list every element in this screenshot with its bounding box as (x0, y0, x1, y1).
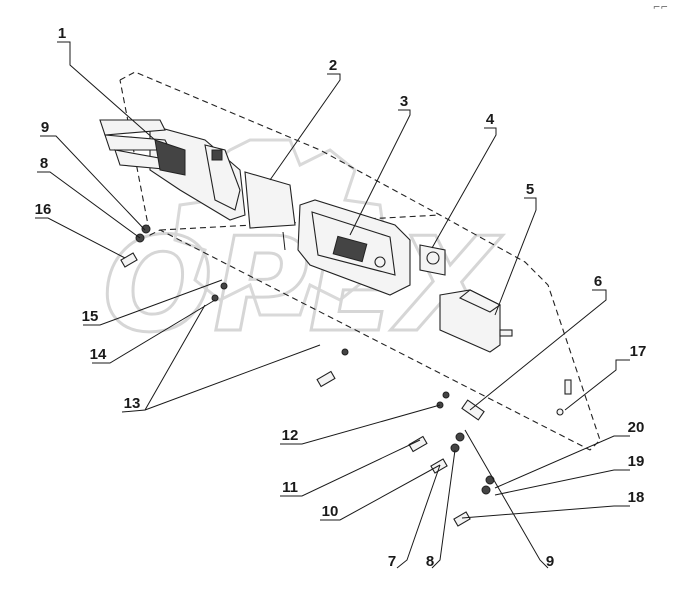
leader-lines (35, 41, 630, 569)
callout-8-lower: 8 (426, 553, 434, 570)
callout-7: 7 (388, 553, 396, 570)
callout-18: 18 (628, 489, 645, 506)
callout-5: 5 (526, 181, 534, 198)
switch-cluster (99, 119, 246, 221)
callout-19: 19 (628, 453, 645, 470)
callout-2: 2 (329, 57, 337, 74)
callout-9-left: 9 (41, 119, 49, 136)
callout-6: 6 (594, 273, 602, 290)
callout-14: 14 (90, 346, 107, 363)
callout-13: 13 (124, 395, 141, 412)
corner-mark: ⌐⌐ (653, 3, 668, 13)
callout-20: 20 (628, 419, 645, 436)
callout-10: 10 (322, 503, 339, 520)
callout-17: 17 (630, 343, 647, 360)
small-block (419, 244, 446, 276)
rect-cover (244, 171, 296, 251)
callout-15: 15 (82, 308, 99, 325)
callout-3: 3 (400, 93, 408, 110)
box-module (439, 289, 513, 353)
callout-labels: 1 2 3 4 5 6 7 8 8 9 9 10 11 12 13 14 15 … (35, 25, 647, 570)
display-frame (297, 199, 411, 296)
callout-8-left: 8 (40, 155, 48, 172)
callout-4: 4 (486, 111, 495, 128)
callout-1: 1 (58, 25, 66, 42)
callout-12: 12 (282, 427, 299, 444)
panel-outline (119, 71, 601, 451)
callout-11: 11 (282, 479, 298, 496)
callout-9-lower: 9 (546, 553, 554, 570)
callout-16: 16 (35, 201, 52, 218)
